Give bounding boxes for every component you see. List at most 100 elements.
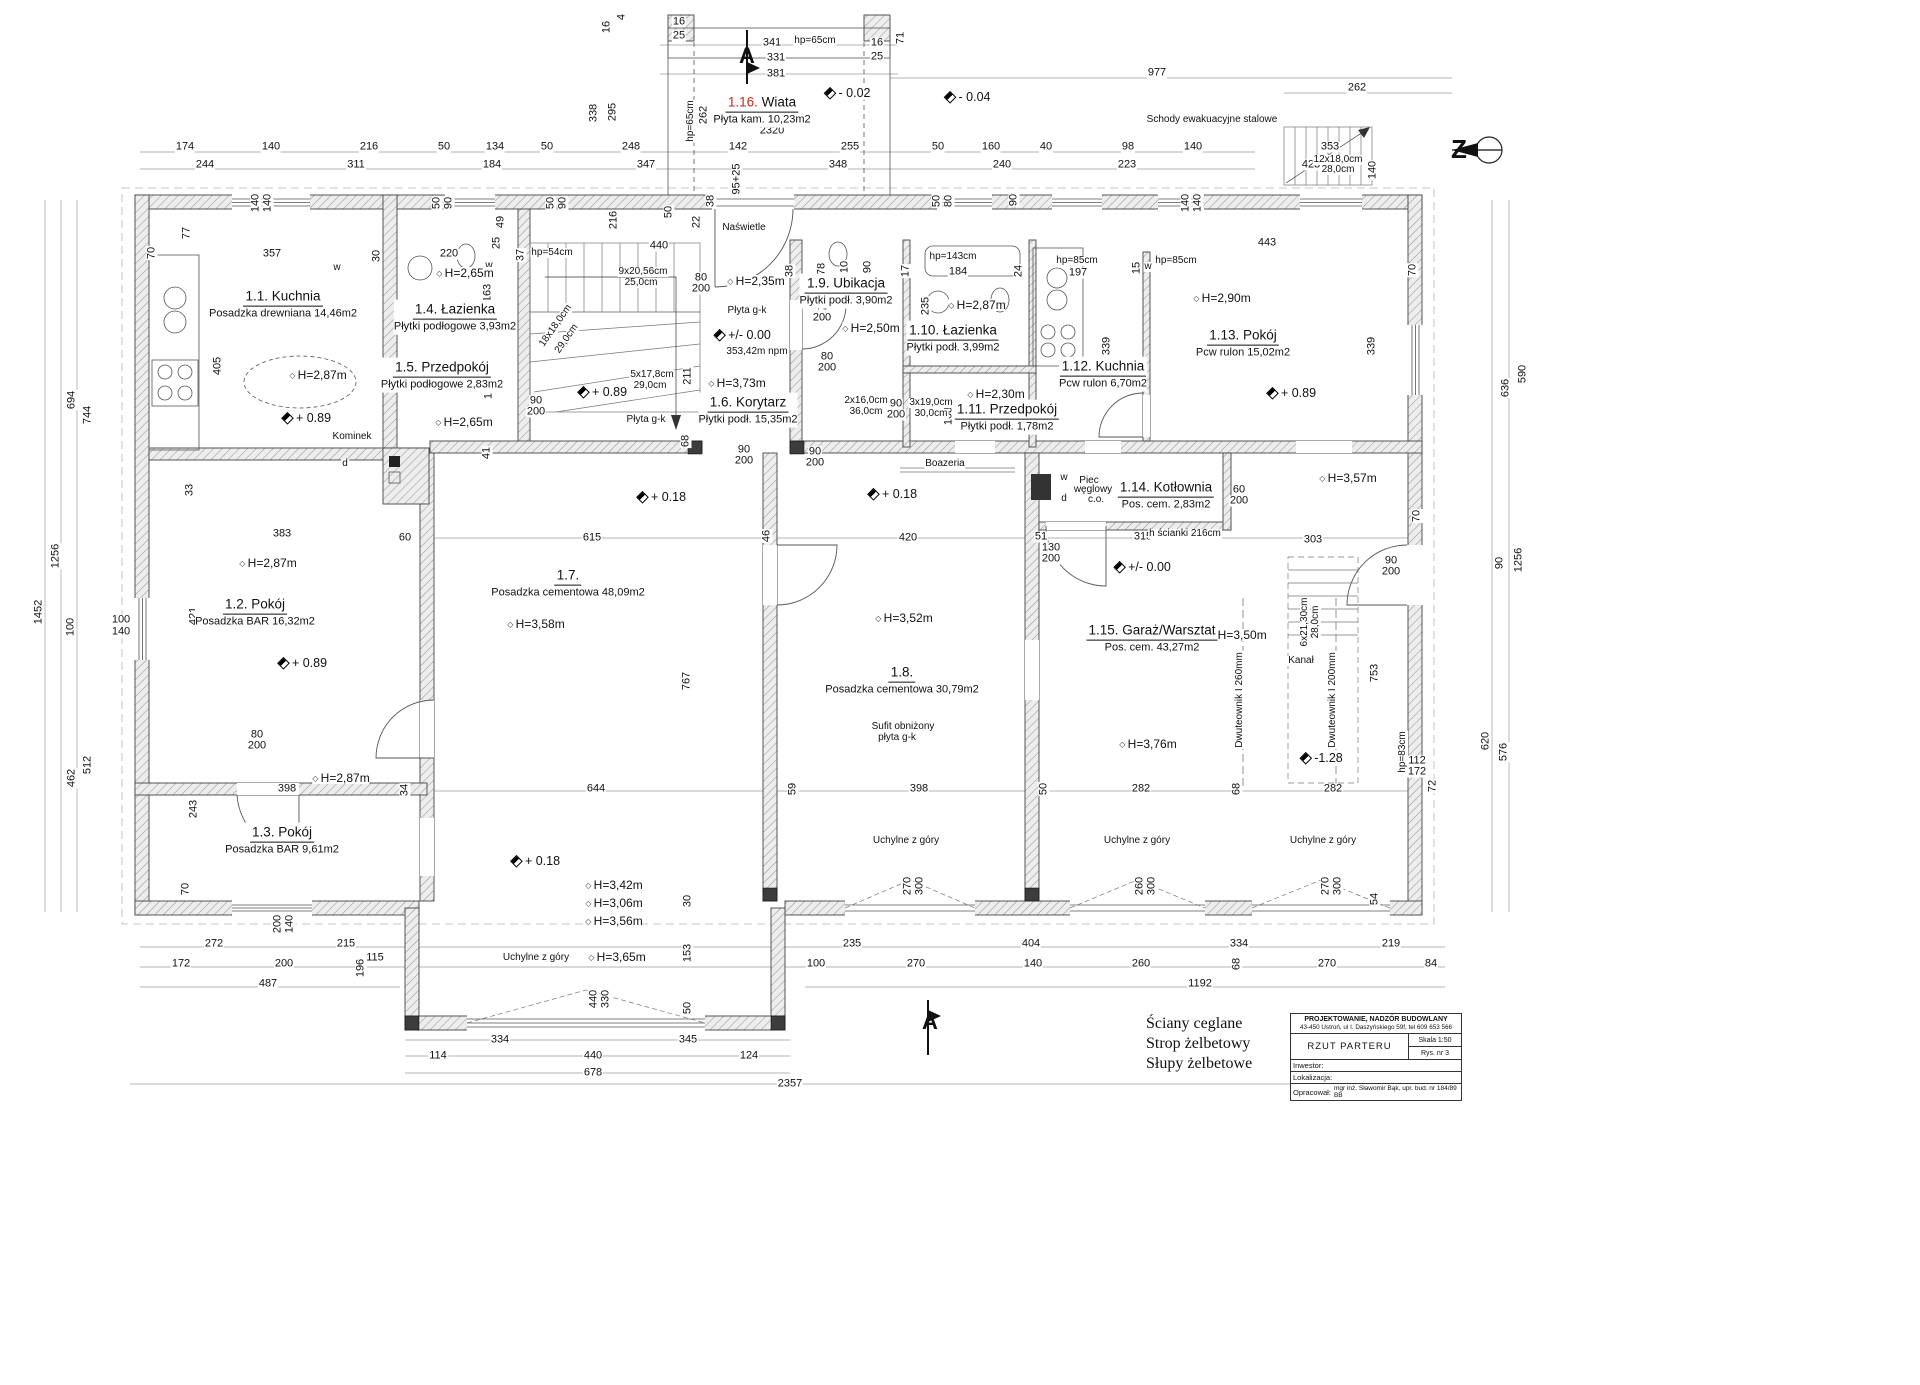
dimension-label: 1256 [49,542,62,570]
dimension-label: 1256 [1512,546,1525,574]
dimension-label: 200 [271,913,284,935]
dimension-label: 38 [783,263,796,279]
note-label: Uchylne z góry [1102,835,1172,846]
dimension-label: 620 [1479,730,1492,752]
elevation-mark: +/- 0.00 [1113,560,1171,574]
dimension-label: 38 [704,193,717,209]
dimension-label: 440 [648,239,670,252]
dimension-label: 153 [681,942,694,964]
dimension-label: 172 [1406,765,1428,778]
dimension-label: 10 [838,259,851,275]
note-label: w [1143,261,1153,272]
dimension-label: 80 [249,728,265,741]
elevation-diamond-icon [943,90,957,104]
row-label: Inwestor: [1293,1061,1324,1070]
dimension-label: 70 [1406,262,1419,278]
dimension-label: 30 [681,893,694,909]
dimension-label: 311 [346,158,366,171]
dimension-label: 34 [398,782,411,798]
dimension-label: 17 [899,263,912,279]
dimension-label: 140 [249,192,262,214]
note-label: hp=83cm [1397,730,1408,774]
dimension-label: 330 [599,988,612,1010]
dimension-label: 200 [816,361,838,374]
elevation-mark: + 0.18 [636,490,687,504]
dimension-label: 341 [761,36,783,49]
elevation-diamond-icon [867,487,880,501]
dimension-label: 51 [1033,530,1049,543]
dimension-label: 100 [110,613,132,626]
note-label: A [922,1009,938,1034]
dimension-label: 200 [1040,552,1062,565]
dimension-label: 423 [1300,158,1322,171]
dimension-label: 200 [811,311,833,324]
elevation-diamond-icon [1266,386,1279,400]
elevation-mark: + 0.89 [277,656,328,670]
dimension-label: 270 [1319,875,1332,897]
dimension-label: 140 [110,625,132,638]
dimension-label: 398 [276,782,298,795]
note-label: Kominek [331,431,373,442]
dimension-label: 331 [765,51,787,64]
height-label: H=2,90m [1193,292,1251,304]
room-label: 1.7.Posadzka cementowa 48,09m2 [491,565,645,601]
dimension-label: 282 [1130,782,1152,795]
dimension-label: 220 [438,247,460,260]
note-label: hp=85cm [1154,255,1198,266]
dimension-label: 70 [145,245,158,261]
room-label: 1.8.Posadzka cementowa 30,79m2 [825,662,979,698]
dimension-label: 753 [1368,662,1381,684]
elevation-diamond-icon [281,411,294,425]
height-label: H=3,50m [1209,629,1267,641]
dimension-label: 90 [1007,192,1020,208]
note-label: Dwuteownik I 200mm [1327,651,1338,749]
note-label: hp=65cm [793,35,837,46]
dimension-label: 41 [480,445,493,461]
elevation-mark: +/- 0.00 [713,328,771,342]
dimension-label: 22 [690,214,703,230]
dimension-label: 339 [1100,335,1113,357]
dimension-label: 216 [607,209,620,231]
dimension-label: 50 [662,204,675,220]
dimension-label: 140 [283,913,296,935]
dimension-label: 50 [436,140,452,153]
elevation-mark: + 0.89 [281,411,332,425]
dimension-label: 68 [679,433,692,449]
note-label: 6x21,30cm [1299,596,1310,648]
dimension-label: 114 [428,1049,448,1062]
note-label: hp=85cm [1055,255,1099,266]
dimension-label: 70 [1410,508,1423,524]
firm-name: PROJEKTOWANIE, NADZÓR BUDOWLANY [1304,1016,1448,1023]
dimension-label: 112 [1407,754,1427,767]
height-label: H=3,57m [1319,472,1377,484]
height-label: H=3,42m [585,879,643,891]
note-label: w [1059,472,1069,483]
dimension-label: 134 [484,140,506,153]
dimension-label: 200 [804,456,826,469]
note-label: 36,0cm [848,406,884,417]
height-label: H=2,50m [842,322,900,334]
dimension-label: 282 [1322,782,1344,795]
note-label: Dwuteownik I 260mm [1234,651,1245,749]
note-label: Z [1451,134,1467,164]
title-block-row-opracowal: Opracował: mgr inż. Sławomir Bąk, upr. b… [1291,1084,1461,1100]
dimension-label: 398 [908,782,930,795]
wall-legend: Ściany ceglane Strop żelbetowy Słupy żel… [1146,1014,1252,1074]
dimension-label: 347 [635,158,657,171]
elevation-diamond-icon [577,385,590,399]
dimension-label: 590 [1516,363,1529,385]
row-label: Opracował: [1293,1087,1331,1097]
note-label: 2x16,0cm [843,395,889,406]
dimension-label: 405 [211,355,224,377]
height-label: H=2,87m [948,299,1006,311]
dimension-label: 16 [600,19,613,35]
height-label: H=3,56m [585,915,643,927]
drawing-scale: Skala 1:50 [1409,1034,1461,1047]
dimension-label: 100 [64,616,77,638]
dimension-label: 90 [556,195,569,211]
